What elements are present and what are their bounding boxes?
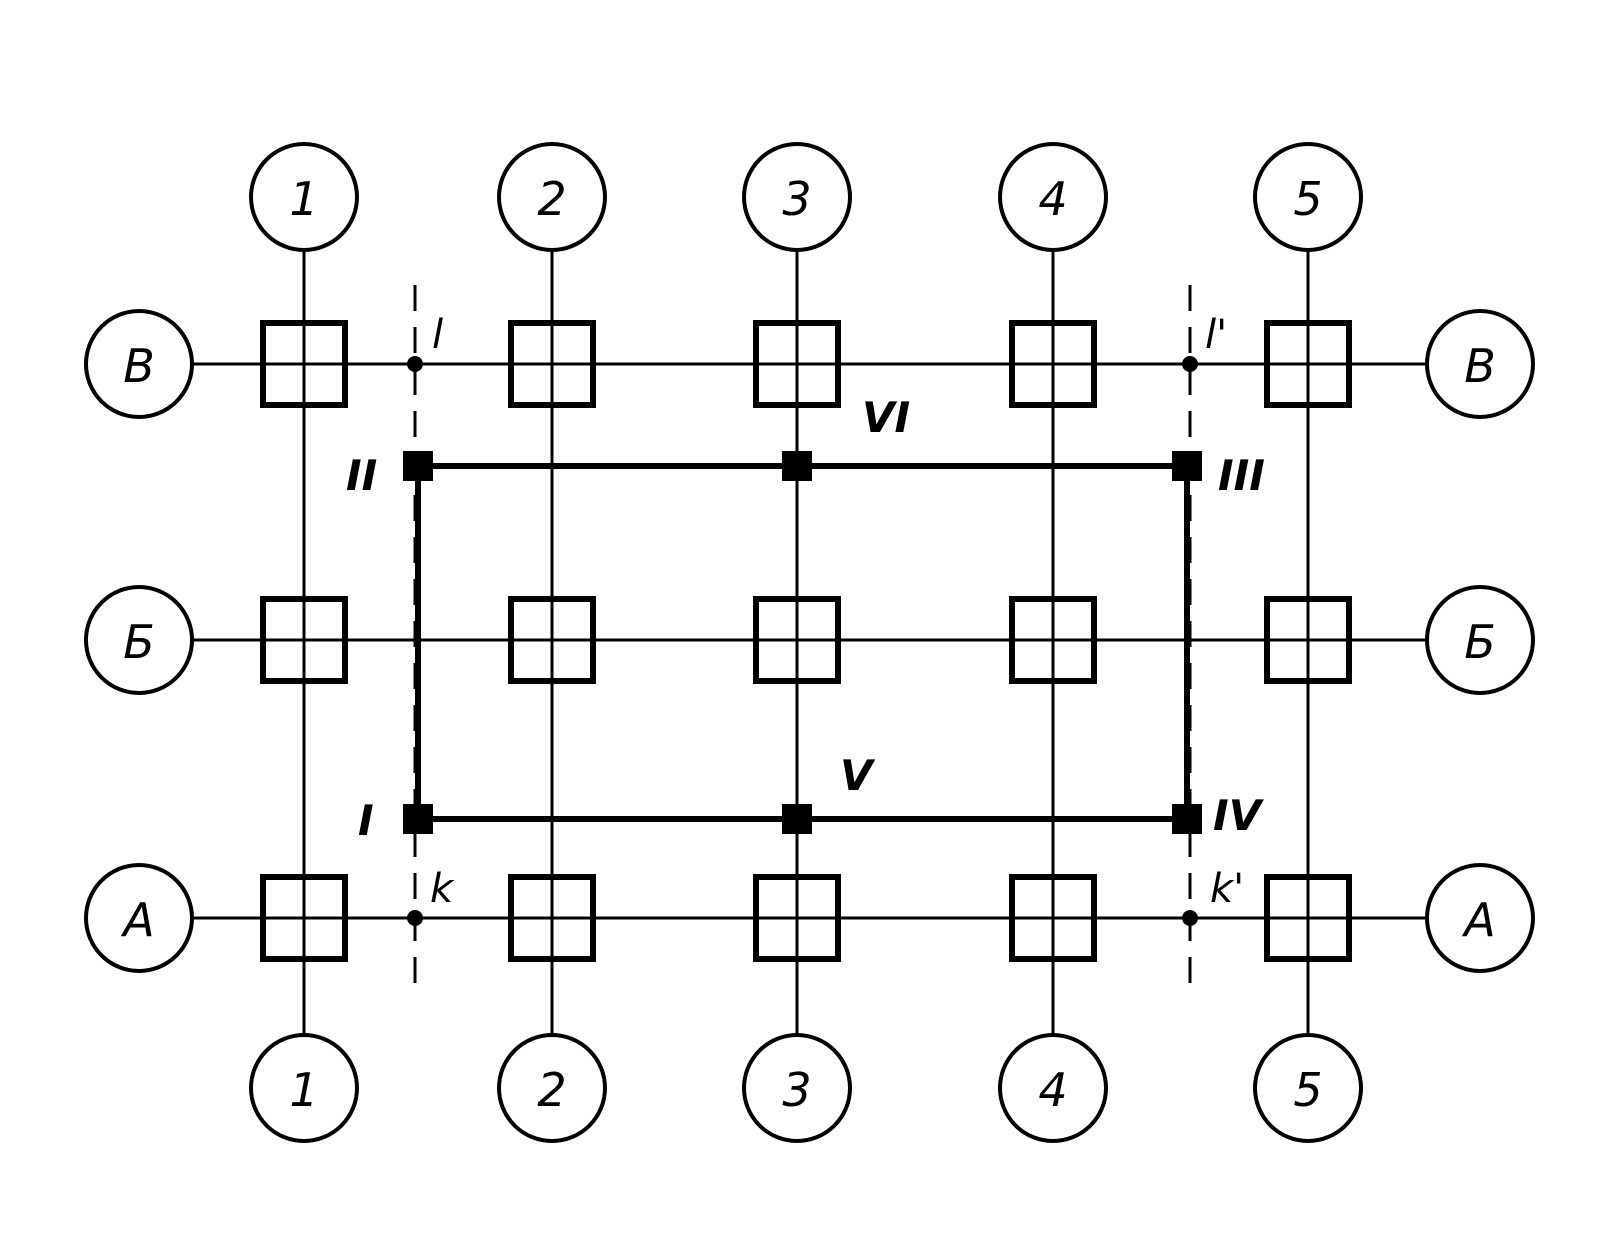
row-bubble-left-v — [84, 309, 194, 419]
axis-point-k-prime-dot — [1182, 910, 1198, 926]
row-bubble-right-v — [1425, 309, 1535, 419]
column-label-bottom-3: 3 — [782, 1063, 811, 1117]
control-point-ii-marker — [403, 451, 433, 481]
control-point-iv-marker — [1172, 804, 1202, 834]
column-label-bottom-1: 1 — [289, 1063, 318, 1117]
column-label-bottom-2: 2 — [537, 1063, 566, 1117]
column-bubble-bottom-3 — [742, 1033, 852, 1143]
control-point-labels: II VI III I V IV — [346, 393, 1265, 845]
axis-point-k-dot — [407, 910, 423, 926]
column-bubble-top-1 — [249, 142, 359, 252]
column-label-top-1: 1 — [289, 172, 318, 226]
bubble-labels: 1 2 3 4 5 1 2 3 4 5 В Б А В Б А — [120, 172, 1496, 1117]
row-bubble-left-a — [84, 863, 194, 973]
column-label-top-2: 2 — [537, 172, 566, 226]
control-point-v-marker — [782, 804, 812, 834]
column-label-top-4: 4 — [1038, 172, 1067, 226]
axis-point-dots — [407, 356, 1198, 926]
column-bubble-bottom-1 — [249, 1033, 359, 1143]
axis-point-label-k-prime: k' — [1210, 866, 1244, 912]
axis-point-l-prime-dot — [1182, 356, 1198, 372]
column-bubble-top-4 — [998, 142, 1108, 252]
control-point-vi-marker — [782, 451, 812, 481]
control-point-i-marker — [403, 804, 433, 834]
row-label-left-b: Б — [123, 615, 155, 669]
footing-crosses — [263, 323, 1349, 959]
column-bubble-top-5 — [1253, 142, 1363, 252]
row-label-right-b: Б — [1464, 615, 1496, 669]
column-label-top-5: 5 — [1293, 172, 1322, 226]
column-bubble-bottom-4 — [998, 1033, 1108, 1143]
row-label-left-a: А — [120, 893, 154, 947]
column-label-top-3: 3 — [782, 172, 811, 226]
row-label-right-v: В — [1464, 339, 1496, 393]
control-point-label-ii: II — [346, 451, 377, 500]
axis-point-labels: l l' k k' — [430, 312, 1244, 912]
column-bubble-top-2 — [497, 142, 607, 252]
column-label-bottom-5: 5 — [1293, 1063, 1322, 1117]
axis-point-label-k: k — [430, 866, 455, 912]
control-point-label-iv: IV — [1213, 791, 1265, 840]
control-point-markers — [403, 451, 1202, 834]
control-point-label-i: I — [358, 796, 374, 845]
row-label-left-v: В — [123, 339, 155, 393]
control-point-iii-marker — [1172, 451, 1202, 481]
control-point-label-vi: VI — [862, 393, 910, 442]
axis-point-label-l: l — [432, 312, 443, 358]
row-label-right-a: А — [1461, 893, 1495, 947]
column-label-bottom-4: 4 — [1038, 1063, 1067, 1117]
row-bubble-left-b — [84, 585, 194, 695]
axis-point-label-l-prime: l' — [1205, 312, 1227, 358]
control-point-label-v: V — [840, 751, 876, 800]
control-point-label-iii: III — [1218, 451, 1265, 500]
axis-point-l-dot — [407, 356, 423, 372]
column-bubble-top-3 — [742, 142, 852, 252]
column-bubble-bottom-5 — [1253, 1033, 1363, 1143]
axis-bubbles — [84, 142, 1535, 1143]
column-bubble-bottom-2 — [497, 1033, 607, 1143]
row-bubble-right-b — [1425, 585, 1535, 695]
row-bubble-right-a — [1425, 863, 1535, 973]
